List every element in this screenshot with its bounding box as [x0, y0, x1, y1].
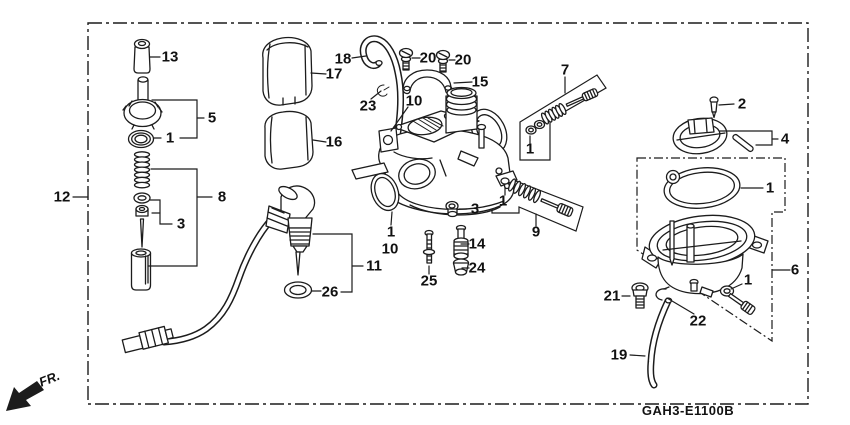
callout-label-9: 9	[532, 224, 540, 241]
diagram-code: GAH3-E1100B	[642, 403, 734, 418]
callout-leader-11	[312, 233, 353, 293]
callout-leader-10	[390, 106, 409, 132]
callout-label-16: 16	[326, 134, 343, 151]
callout-leader-8	[147, 168, 198, 267]
part-screw-set-9	[500, 177, 574, 217]
fr-label: FR.	[37, 368, 62, 390]
fr-direction: FR.	[6, 368, 62, 411]
callout-leader-1	[730, 283, 743, 290]
part-chamber-screw	[727, 292, 756, 315]
callout-leader-5	[151, 99, 198, 139]
callout-label-1: 1	[766, 180, 774, 197]
frame-border	[87, 22, 809, 405]
callout-label-3: 3	[177, 216, 185, 233]
callout-label-1: 1	[499, 193, 507, 210]
callout-leader-15	[453, 81, 473, 84]
part-strap-15	[402, 69, 454, 95]
callout-label-11: 11	[366, 258, 382, 275]
callout-label-5: 5	[208, 110, 216, 127]
callout-label-17: 17	[326, 66, 343, 83]
part-cover-17	[262, 36, 313, 106]
part-chamber-gasket-1	[663, 167, 741, 209]
part-float-valve-2	[709, 96, 719, 119]
callout-label-25: 25	[421, 273, 438, 290]
callout-leader-22	[666, 297, 695, 315]
callout-label-22: 22	[690, 313, 707, 330]
part-float-pin-4	[732, 133, 754, 153]
callout-label-20: 20	[420, 50, 437, 67]
jet-7-spring	[540, 102, 567, 125]
part-choke-wire	[160, 215, 276, 346]
set-9-spring	[507, 178, 542, 204]
part-clip-23	[376, 84, 390, 97]
part-air-screw-5	[122, 76, 163, 130]
part-tube-clip-22	[655, 286, 670, 301]
part-auto-choke-11	[265, 185, 316, 276]
part-cover-16	[264, 110, 314, 170]
part-drain-tube-19	[647, 297, 673, 389]
callout-label-24: 24	[469, 260, 486, 277]
callout-label-1: 1	[166, 130, 174, 147]
part-main-jet-14	[453, 224, 469, 260]
part-float-chamber-6	[641, 214, 769, 298]
callout-leader-4	[719, 130, 773, 146]
callout-label-26: 26	[322, 284, 339, 301]
callout-label-2: 2	[738, 96, 746, 113]
part-washer-1-left	[127, 129, 155, 149]
part-jet-set-7	[525, 88, 599, 135]
callout-label-18: 18	[335, 51, 352, 68]
part-idle-screw-25	[422, 229, 436, 264]
set-9-screw	[540, 198, 574, 217]
callout-label-10: 10	[382, 241, 399, 258]
callout-label-14: 14	[469, 236, 486, 253]
part-screw-20b	[435, 49, 451, 73]
part-cap-13	[133, 38, 151, 74]
part-drain-bolt-21	[631, 282, 649, 309]
part-float-4	[672, 117, 728, 155]
part-wire-connector	[121, 325, 174, 354]
part-jet-nut-24	[452, 258, 470, 276]
callout-leader-19	[629, 354, 646, 357]
callout-label-15: 15	[472, 74, 489, 91]
part-screw-20a	[398, 47, 414, 71]
callout-label-20: 20	[455, 52, 472, 69]
part-spring-8	[133, 151, 151, 189]
callout-leader-18	[351, 55, 367, 59]
callout-leader-1	[390, 211, 393, 226]
part-oring-26	[283, 281, 313, 299]
callout-leader-3	[149, 199, 173, 225]
callout-label-1: 1	[526, 141, 534, 158]
float-chamber-6-box	[636, 157, 786, 343]
callout-label-7: 7	[561, 62, 569, 79]
callout-label-12: 12	[54, 189, 71, 206]
callout-label-23: 23	[360, 98, 377, 115]
callout-label-13: 13	[162, 49, 179, 66]
callout-leader-2	[718, 103, 735, 106]
part-screw-3-center	[445, 200, 459, 218]
callout-label-4: 4	[781, 131, 790, 148]
callout-label-6: 6	[791, 262, 799, 279]
callout-leader-23	[370, 90, 382, 100]
callout-leader-16	[312, 139, 327, 143]
callout-label-1: 1	[744, 272, 752, 289]
callout-leader-17	[310, 72, 327, 75]
callout-label-3: 3	[471, 201, 479, 218]
callout-label-21: 21	[604, 288, 621, 305]
part-carburetor-body	[351, 86, 518, 216]
fr-arrow-icon	[6, 381, 44, 411]
callout-label-10: 10	[406, 93, 423, 110]
jet-7-needle	[565, 88, 599, 107]
callout-label-8: 8	[218, 189, 226, 206]
callout-label-1: 1	[387, 224, 395, 241]
part-gasket-oring-10	[370, 172, 400, 212]
callout-label-19: 19	[611, 347, 628, 364]
part-needle-set-3	[133, 192, 151, 248]
part-throttle-valve	[130, 248, 152, 291]
